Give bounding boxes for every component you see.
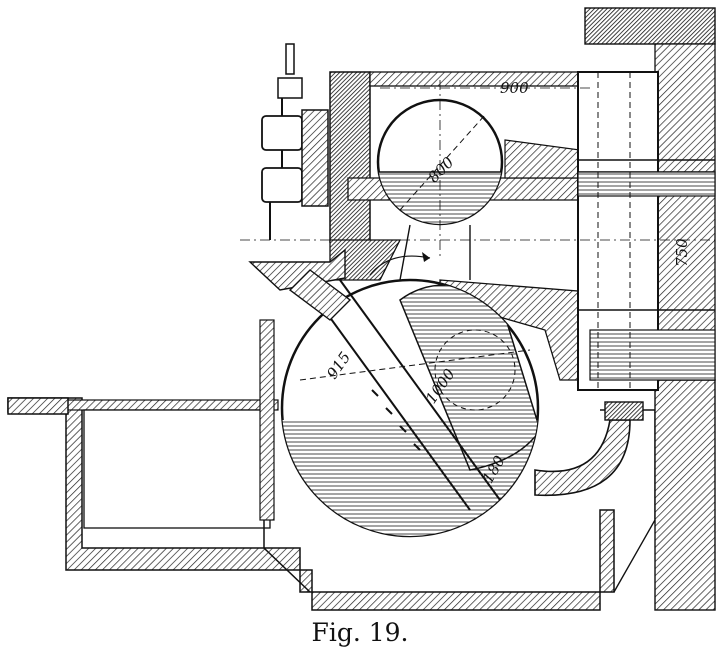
figure-caption: Fig. 19. bbox=[311, 618, 409, 647]
connecting-tubes bbox=[248, 224, 644, 497]
flow-arrowhead-icon bbox=[422, 252, 430, 262]
brick-setting bbox=[329, 7, 716, 381]
dim-height: 750 bbox=[673, 238, 691, 267]
foundation-pit bbox=[7, 319, 716, 611]
valve-assembly bbox=[261, 43, 329, 240]
dim-top-width: 900 bbox=[500, 79, 529, 97]
flow-arrow-icon bbox=[369, 255, 431, 276]
main-shell bbox=[577, 71, 716, 391]
center-lines bbox=[240, 80, 715, 260]
